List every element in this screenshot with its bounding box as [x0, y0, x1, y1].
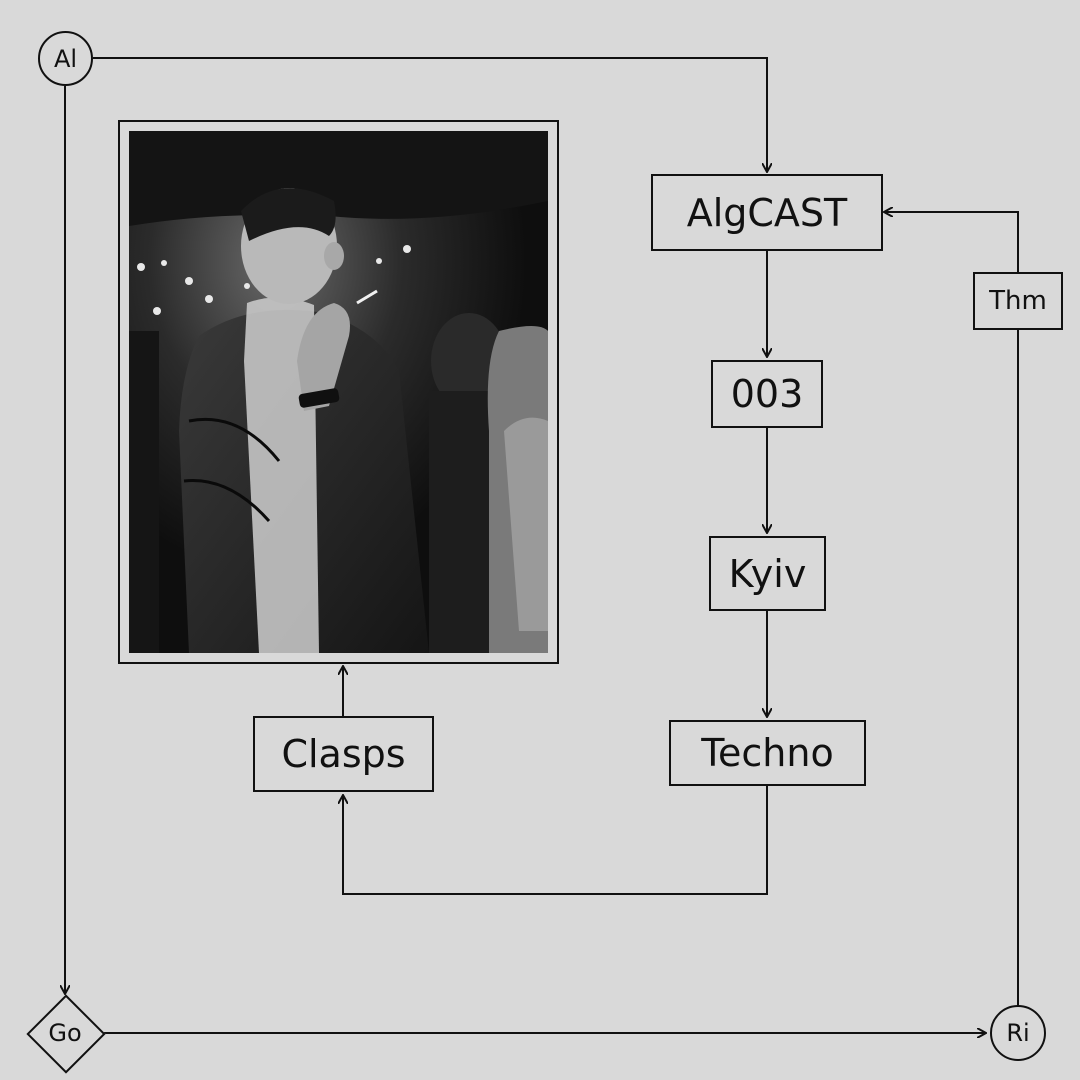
- node-artist: Clasps: [253, 716, 434, 792]
- node-ri: Ri: [990, 1005, 1046, 1061]
- node-city: Kyiv: [709, 536, 826, 611]
- edge-al-algcast: [93, 57, 767, 172]
- node-algcast-label: AlgCAST: [686, 190, 848, 235]
- node-go: Go: [26, 994, 106, 1074]
- node-al-label: Al: [53, 44, 78, 73]
- node-go-label: Go: [48, 1019, 82, 1047]
- node-algcast: AlgCAST: [651, 174, 883, 251]
- node-episode-label: 003: [730, 372, 804, 416]
- edge-techno-clasps: [343, 786, 768, 895]
- dj-smoking-photo-illustration: [129, 131, 548, 653]
- artist-photo: [129, 131, 548, 653]
- node-artist-label: Clasps: [281, 732, 406, 776]
- node-episode: 003: [711, 360, 823, 428]
- edge-thm-algcast: [884, 212, 1019, 272]
- artist-photo-frame: [118, 120, 559, 664]
- node-thm: Thm: [973, 272, 1063, 330]
- node-al: Al: [38, 31, 93, 86]
- node-genre: Techno: [669, 720, 866, 786]
- node-city-label: Kyiv: [728, 551, 807, 596]
- node-thm-label: Thm: [989, 286, 1047, 316]
- node-genre-label: Techno: [701, 731, 834, 775]
- node-ri-label: Ri: [1006, 1019, 1030, 1047]
